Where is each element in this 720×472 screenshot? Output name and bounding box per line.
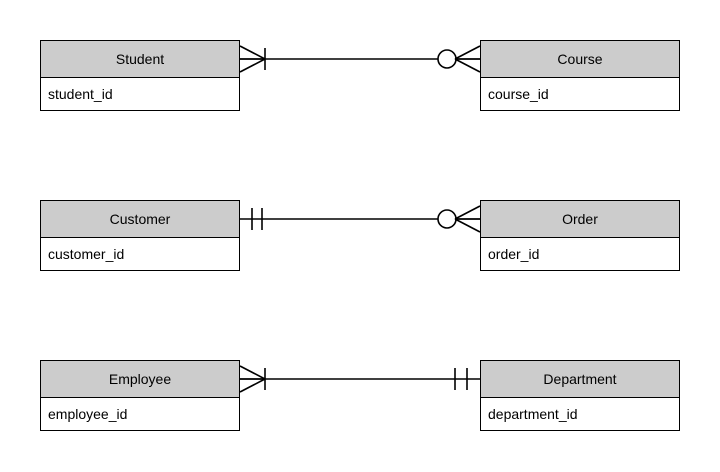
connector-student-course bbox=[239, 45, 481, 73]
entity-attribute: department_id bbox=[481, 398, 679, 430]
entity-name: Department bbox=[481, 361, 679, 398]
cardinality-customer-exactly-one bbox=[251, 208, 263, 230]
entity-attribute: student_id bbox=[41, 78, 239, 110]
cardinality-student-one-or-more bbox=[239, 45, 266, 73]
entity-name: Student bbox=[41, 41, 239, 78]
entity-attribute: course_id bbox=[481, 78, 679, 110]
crows-foot-icon bbox=[239, 365, 266, 380]
cardinality-course-zero-or-more bbox=[437, 45, 481, 73]
entity-course[interactable]: Course course_id bbox=[480, 40, 680, 111]
crows-foot-icon bbox=[454, 58, 481, 73]
entity-attribute: order_id bbox=[481, 238, 679, 270]
circle-icon bbox=[437, 49, 457, 69]
crows-foot-icon bbox=[239, 378, 266, 393]
entity-name: Employee bbox=[41, 361, 239, 398]
entity-attribute: customer_id bbox=[41, 238, 239, 270]
entity-name: Order bbox=[481, 201, 679, 238]
crows-foot-icon bbox=[239, 58, 266, 73]
crows-foot-icon bbox=[239, 45, 266, 60]
cardinality-order-zero-or-more bbox=[437, 205, 481, 233]
entity-attribute: employee_id bbox=[41, 398, 239, 430]
crows-foot-icon bbox=[454, 218, 481, 233]
entity-name: Customer bbox=[41, 201, 239, 238]
entity-customer[interactable]: Customer customer_id bbox=[40, 200, 240, 271]
entity-name: Course bbox=[481, 41, 679, 78]
cardinality-department-exactly-one bbox=[454, 368, 468, 390]
entity-employee[interactable]: Employee employee_id bbox=[40, 360, 240, 431]
entity-department[interactable]: Department department_id bbox=[480, 360, 680, 431]
connector-customer-order bbox=[240, 205, 481, 233]
cardinality-employee-one-or-more bbox=[239, 365, 266, 393]
entity-student[interactable]: Student student_id bbox=[40, 40, 240, 111]
circle-icon bbox=[437, 209, 457, 229]
connector-employee-department bbox=[239, 365, 480, 393]
entity-order[interactable]: Order order_id bbox=[480, 200, 680, 271]
crows-foot-icon bbox=[454, 205, 481, 220]
crows-foot-icon bbox=[454, 45, 481, 60]
